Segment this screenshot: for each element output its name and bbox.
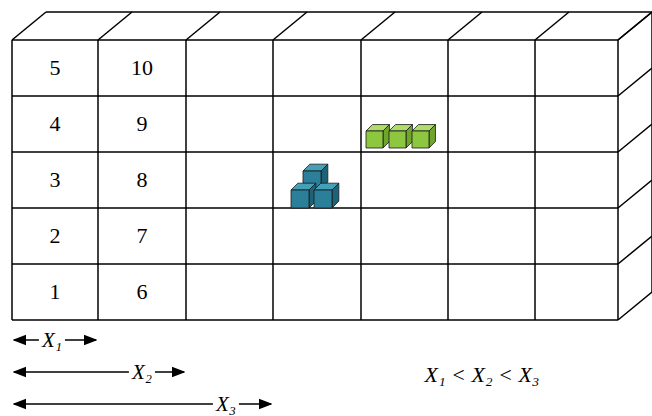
grid-line — [448, 12, 482, 40]
cube — [389, 125, 412, 148]
relation-note: X₁ < X₂ < X₃ — [425, 364, 540, 386]
dimension-label: X₂ — [129, 362, 155, 383]
cell-number: 5 — [50, 57, 61, 79]
grid-line — [618, 12, 652, 40]
grid-line — [618, 180, 652, 208]
grid-line — [360, 40, 362, 320]
grid-line — [97, 40, 99, 320]
grid-line — [447, 40, 449, 320]
cube-front — [291, 190, 309, 208]
blue-cube-stack — [291, 164, 339, 208]
cube-front — [412, 131, 429, 148]
cell-number: 6 — [137, 281, 148, 303]
dimension-arrow — [14, 371, 184, 373]
cell-number: 3 — [50, 169, 61, 191]
grid-line — [273, 12, 307, 40]
grid-line — [12, 151, 618, 153]
grid-line — [535, 12, 569, 40]
cell-number: 2 — [50, 225, 61, 247]
grid-line — [12, 39, 618, 41]
grid-line — [618, 292, 652, 320]
cell-number: 4 — [50, 113, 61, 135]
grid-line — [618, 236, 652, 264]
grid-line — [185, 40, 187, 320]
cube-front — [389, 131, 406, 148]
dimension-label: X₁ — [39, 330, 65, 351]
cube-front — [314, 190, 332, 208]
cube-side — [429, 125, 435, 148]
cube — [366, 125, 389, 148]
cube-side — [406, 125, 412, 148]
cell-number: 8 — [137, 169, 148, 191]
cell-number: 7 — [137, 225, 148, 247]
grid-line — [618, 12, 652, 40]
cube-front — [366, 131, 383, 148]
grid-line — [534, 40, 536, 320]
green-cube-row — [366, 125, 435, 148]
grid-lines — [12, 12, 652, 320]
grid-line — [12, 319, 618, 321]
grid-line — [12, 12, 46, 40]
grid-line — [186, 12, 220, 40]
grid-line — [98, 12, 132, 40]
cube — [412, 125, 435, 148]
grid-line — [617, 40, 619, 320]
grid-line — [618, 68, 652, 96]
cube-side — [332, 183, 339, 208]
cell-number: 9 — [137, 113, 148, 135]
grid-line — [46, 11, 652, 13]
cell-number: 1 — [50, 281, 61, 303]
grid-line — [12, 95, 618, 97]
dimension-label: X₃ — [213, 394, 239, 415]
grid-line — [618, 124, 652, 152]
cube-side — [383, 125, 389, 148]
grid-line — [651, 12, 652, 292]
grid-line — [12, 263, 618, 265]
grid-line — [11, 40, 13, 320]
grid-line — [272, 40, 274, 320]
grid-line — [361, 12, 395, 40]
cube — [314, 183, 339, 208]
cube — [291, 183, 316, 208]
cell-number: 10 — [131, 57, 153, 79]
